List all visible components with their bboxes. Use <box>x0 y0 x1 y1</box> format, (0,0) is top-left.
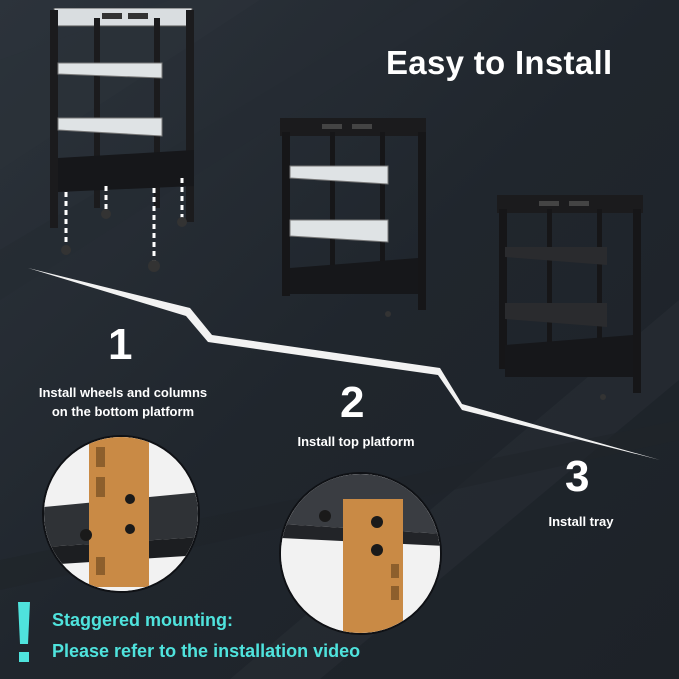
step-1-text-line2: on the bottom platform <box>51 404 195 419</box>
step-1-number: 1 <box>108 320 133 369</box>
step-3-number: 3 <box>565 452 590 501</box>
top-platform-detail-image <box>279 472 442 635</box>
step-2-text: Install top platform <box>297 434 415 449</box>
note-title: Staggered mounting: <box>52 610 233 630</box>
step-1-text-line1: Install wheels and columns <box>38 385 208 400</box>
rack-with-wheels-image <box>50 8 194 272</box>
step-1-text: Install wheels and columns on the bottom… <box>30 383 216 421</box>
page-title: Easy to Install <box>386 44 613 81</box>
rack-top-platform-image <box>280 118 426 317</box>
step-2-number: 2 <box>340 378 365 427</box>
divider-stripe <box>28 268 660 460</box>
exclamation-icon <box>18 602 30 662</box>
bottom-platform-detail-image <box>42 435 200 593</box>
step-3-text: Install tray <box>548 514 614 529</box>
rack-with-trays-image <box>497 195 643 400</box>
note-text: Please refer to the installation video <box>52 641 361 661</box>
